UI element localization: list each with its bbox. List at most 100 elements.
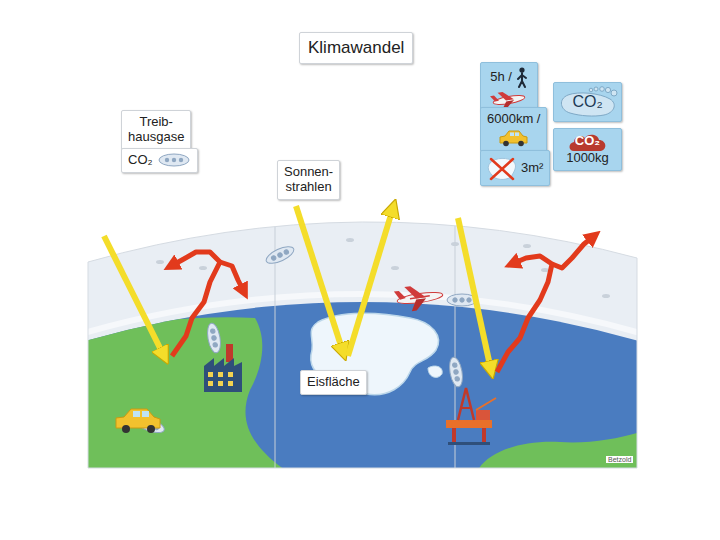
sky-dots-part: [156, 260, 164, 264]
co2-molecules-part-part: [264, 243, 296, 267]
card-icon: [498, 129, 529, 147]
sun-rays-part: [458, 218, 491, 370]
sun-rays: [104, 206, 491, 370]
sky-dots-part: [602, 294, 610, 298]
co2-molecules-part-part: [277, 252, 283, 258]
card-text: 3m²: [521, 161, 543, 176]
card-icon-part: [600, 87, 605, 92]
panel-divider: [275, 200, 276, 468]
card-icon: [487, 155, 517, 181]
card-icon: [157, 153, 191, 167]
card-icon: [487, 90, 531, 108]
ice-floe: [428, 366, 442, 377]
factory-part-part: [208, 372, 213, 377]
heat-radiation-part: [171, 252, 220, 356]
card-text: Treib- hausgase: [128, 115, 184, 145]
sky-dots-part: [451, 242, 459, 246]
co2-molecules-part: [264, 243, 296, 267]
factory-part: [208, 372, 233, 386]
watermark: Betzold: [606, 456, 633, 463]
card-icon-part: [519, 67, 524, 72]
airplane-part: [394, 290, 406, 300]
co2-molecules-part-part: [447, 356, 464, 388]
car-part: [116, 409, 160, 428]
co2-molecules-part-part: [211, 335, 216, 340]
co2-molecules-part-part: [452, 363, 457, 368]
card-icon-part: [570, 135, 606, 151]
card-icon-part-part: [498, 90, 514, 101]
title-card: Klimawandel: [299, 32, 413, 64]
heat-radiation: [171, 236, 594, 372]
sky-dots-part: [346, 238, 354, 242]
card-icon-part: [491, 159, 513, 179]
land-part: [478, 432, 640, 470]
board-panel-part: [0, 302, 720, 540]
co2-weight-card: CO₂1000kg: [553, 128, 622, 171]
card-icon-part: [605, 87, 610, 92]
card-icon-part: [503, 141, 509, 147]
title-text: Klimawandel: [308, 38, 404, 58]
sunrays-card: Sonnen- strahlen: [277, 160, 340, 200]
factory-part-part: [228, 372, 233, 377]
oil-rig-part: [448, 442, 490, 445]
co2-molecules-part-part: [210, 329, 215, 334]
co2-molecules-part-part: [271, 255, 277, 261]
oil-rig-part: [458, 388, 474, 420]
co2-molecules-part: [447, 356, 464, 388]
factory-part-part: [208, 381, 213, 386]
board-panel-part: [0, 294, 720, 540]
factory-part-part: [218, 372, 223, 377]
card-icon-part: [488, 158, 515, 179]
card-icon-part-part: [490, 95, 499, 102]
oil-rig-part: [476, 398, 496, 410]
airplane-part: [410, 298, 427, 311]
factory-part: [204, 358, 242, 392]
card-icon-part: [490, 90, 526, 108]
board-outline: [88, 222, 637, 468]
car-part: [147, 425, 155, 433]
card-icon-part: [159, 154, 189, 166]
card-icon-part: [178, 158, 182, 162]
card-icon-part: [510, 132, 514, 136]
greenhouse-card: Treib- hausgase: [121, 110, 191, 150]
card-icon-part: [561, 93, 614, 116]
card-icon-part: [171, 158, 175, 162]
card-text: CO₂: [128, 153, 153, 168]
co2-molecules-part-part: [453, 369, 458, 374]
card-icon-part: [518, 141, 524, 147]
sky-dots-part: [391, 266, 399, 270]
sun-rays-part: [296, 206, 343, 352]
card-text: Sonnen- strahlen: [284, 165, 333, 195]
card-text: CO₂: [575, 134, 600, 149]
card-icon-part: [164, 158, 168, 162]
card-text: CO₂: [572, 93, 602, 111]
car-part: [122, 425, 130, 433]
card-icon-part: [500, 131, 527, 143]
card-icon-part: [611, 90, 617, 96]
sun-rays-part: [348, 208, 393, 356]
factory-part: [226, 344, 233, 362]
card-icon: [516, 67, 528, 88]
card-text: 6000km /: [487, 112, 540, 127]
oil-rig-part: [446, 420, 492, 428]
card-icon-part: [518, 73, 526, 87]
card-icon-part: [515, 132, 519, 136]
airplane: [393, 282, 444, 313]
flight-card: 5h /: [480, 62, 538, 113]
oil-rig-part: [452, 428, 456, 442]
card-icon-part: [589, 88, 593, 92]
co2-molecules-part: [205, 322, 222, 354]
factory-part-part: [228, 381, 233, 386]
co2-molecules-part-part: [460, 298, 464, 302]
airplane-part: [410, 295, 430, 299]
car-part: [133, 411, 140, 417]
oil-rig-part: [461, 407, 471, 409]
sun-rays-part: [104, 236, 164, 356]
sky-dots-part: [199, 266, 207, 270]
heat-radiation-part: [552, 236, 594, 268]
factory: [204, 344, 242, 392]
co2-molecules-part-part: [283, 249, 289, 255]
heat-radiation-part: [497, 256, 552, 372]
co2-molecules-part-part: [467, 298, 471, 302]
